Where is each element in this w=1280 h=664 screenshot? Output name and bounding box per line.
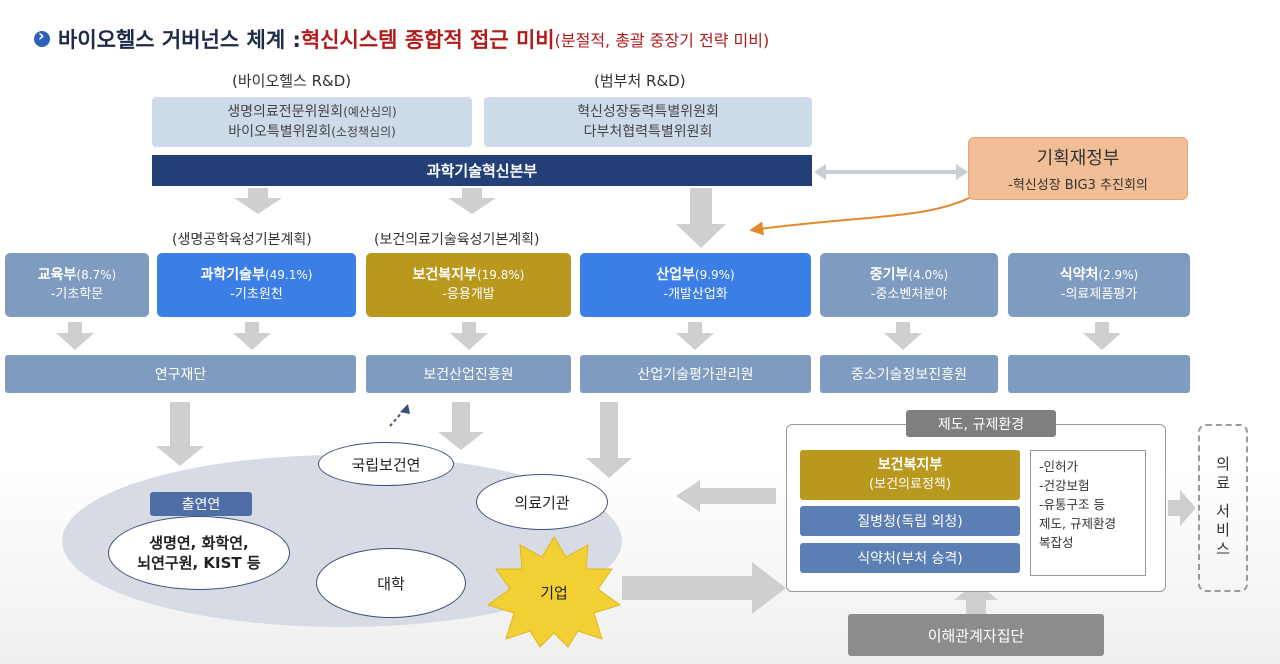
regulation-mohw-name: 보건복지부	[877, 457, 943, 473]
ministry-name: 과학기술부	[200, 267, 265, 283]
ministry-name: 교육부	[37, 267, 77, 283]
regulation-list-item: -인허가	[1039, 459, 1079, 474]
committee-box-bio: 생명의료전문위원회(예산심의) 바이오특별위원회(소정책심의)	[152, 97, 472, 147]
double-arrow-main-mof	[814, 164, 968, 180]
ministry-name: 산업부	[656, 267, 695, 283]
chulyeon-label: 출연연	[150, 492, 252, 516]
ministry-pct: (19.8%)	[476, 268, 525, 282]
ministry-pct: (8.7%)	[76, 268, 117, 282]
committee-left-line2-sub: (소정책심의)	[331, 125, 396, 139]
committee-right-line2: 다부처협력특별위원회	[583, 124, 713, 140]
regulation-mohw: 보건복지부 (보건의료정책)	[800, 450, 1020, 500]
committee-right-line1: 혁신성장동력특별위원회	[577, 104, 719, 120]
committee-left-line1: 생명의료전문위원회	[227, 104, 344, 120]
regulation-kdca: 질병청(독립 외청)	[800, 506, 1020, 536]
mof-name: 기획재정부	[1036, 148, 1120, 169]
arrow-up-from-stakeholders	[954, 582, 998, 614]
oval-research-institutes: 생명연, 화학연, 뇌연구원, KIST 등	[108, 516, 290, 590]
oval-medical-institutions: 의료기관	[476, 474, 608, 530]
medical-service-label: 의료 서비스	[1213, 456, 1232, 560]
stakeholders-box: 이해관계자집단	[848, 614, 1104, 656]
ministry-industry: 산업부(9.9%) -개발산업화	[580, 253, 811, 317]
regulation-list-item: 복잡성	[1039, 535, 1074, 550]
ministry-desc: -기초학문	[50, 287, 104, 302]
committee-box-cross: 혁신성장동력특별위원회 다부처협력특별위원회	[484, 97, 812, 147]
title-sub: (분절적, 총괄 중장기 전략 미비)	[554, 31, 770, 50]
down-arrows-to-agencies	[56, 322, 1121, 350]
arrow-right-to-regulation	[622, 562, 786, 614]
company-label: 기업	[540, 583, 568, 602]
agency-nrf: 연구재단	[5, 355, 356, 393]
ministry-pct: (4.0%)	[908, 268, 949, 282]
ministry-name: 보건복지부	[412, 267, 477, 283]
regulation-title: 제도, 규제환경	[906, 410, 1056, 437]
arrow-right-to-service	[1168, 490, 1196, 526]
section-label-cross-rnd: (범부처 R&D)	[594, 72, 686, 90]
plan-label-biotech: (생명공학육성기본계획)	[172, 232, 312, 248]
title-main: 바이오헬스 거버넌스 체계 :	[58, 28, 301, 52]
ministry-desc: -의료제품평가	[1060, 287, 1138, 302]
oval-university: 대학	[316, 548, 466, 618]
committee-left-line1-sub: (예산심의)	[343, 105, 397, 119]
regulation-list-item: -유통구조 등	[1039, 497, 1105, 512]
ministry-pct: (49.1%)	[264, 268, 313, 282]
company-star-shape	[486, 536, 622, 648]
ministry-desc: -응용개발	[442, 287, 495, 302]
plan-label-health-tech: (보건의료기술육성기본계획)	[374, 232, 540, 248]
ministry-sme: 중기부(4.0%) -중소벤처분야	[820, 253, 998, 317]
ministry-science: 과학기술부(49.1%) -기초원천	[157, 253, 356, 317]
page-title: 바이오헬스 거버넌스 체계 : 혁신시스템 종합적 접근 미비 (분절적, 총괄…	[34, 24, 769, 54]
mof-box: 기획재정부 -혁신성장 BIG3 추진회의	[968, 137, 1188, 200]
ministry-health-welfare: 보건복지부(19.8%) -응용개발	[366, 253, 571, 317]
agency-keit: 산업기술평가관리원	[580, 355, 811, 393]
orange-curve-arrow	[749, 194, 976, 236]
section-label-bio-rnd: (바이오헬스 R&D)	[232, 72, 352, 90]
committee-left-line2: 바이오특별위원회	[228, 124, 332, 140]
medical-service-box: 의료 서비스	[1198, 424, 1248, 592]
ministry-desc: -개발산업화	[663, 287, 728, 302]
ministry-pct: (2.9%)	[1098, 268, 1139, 282]
down-arrows-to-ecosystem	[156, 402, 632, 478]
regulation-list-item: 제도, 규제환경	[1039, 516, 1116, 531]
arrow-left-to-ecosystem	[676, 480, 776, 512]
ministry-mfds: 식약처(2.9%) -의료제품평가	[1008, 253, 1190, 317]
ministry-education: 교육부(8.7%) -기초학문	[5, 253, 149, 317]
regulation-list-item: -건강보험	[1039, 478, 1090, 493]
regulation-mfds: 식약처(부처 승격)	[800, 543, 1020, 573]
regulation-mohw-sub: (보건의료정책)	[869, 477, 951, 492]
agency-khidi: 보건산업진흥원	[366, 355, 571, 393]
chevron-right-icon	[34, 26, 50, 47]
agency-empty	[1008, 355, 1190, 393]
company-starburst	[486, 536, 622, 648]
ministry-desc: -중소벤처분야	[870, 287, 948, 302]
agency-tipa: 중소기술정보진흥원	[820, 355, 998, 393]
down-arrows-from-main	[234, 188, 726, 248]
ministry-pct: (9.9%)	[694, 268, 735, 282]
oval-nih: 국립보건연	[318, 442, 454, 486]
dashed-arrow-nih	[389, 404, 410, 427]
ministry-name: 식약처	[1059, 267, 1099, 283]
mof-desc: -혁신성장 BIG3 추진회의	[1008, 178, 1148, 193]
ministry-name: 중기부	[869, 267, 909, 283]
main-bar-science-innovation: 과학기술혁신본부	[152, 155, 812, 186]
ministry-desc: -기초원천	[230, 287, 283, 302]
regulation-list: -인허가 -건강보험 -유통구조 등 제도, 규제환경 복잡성	[1030, 450, 1146, 576]
title-emphasis: 혁신시스템 종합적 접근 미비	[300, 28, 555, 52]
